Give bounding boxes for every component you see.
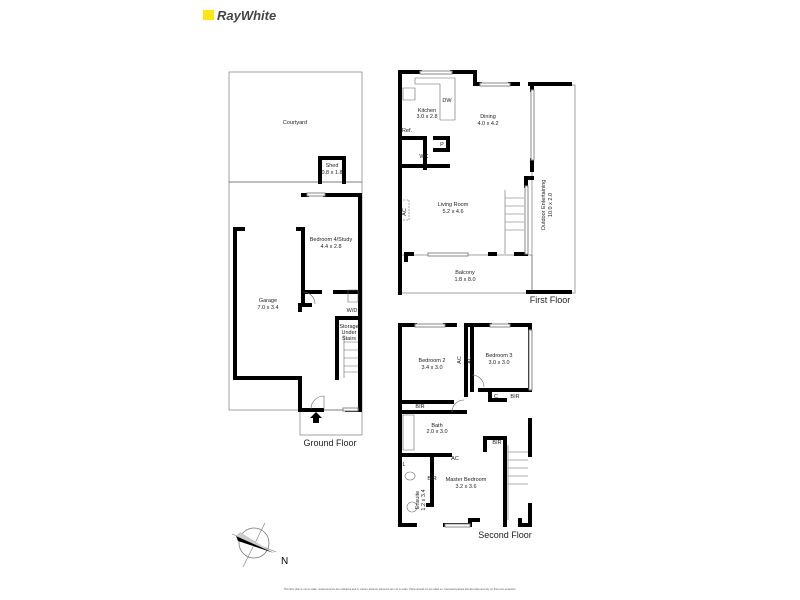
room-size-living: 5.2 x 4.6 [442, 209, 463, 215]
label-storage: Under [342, 330, 357, 336]
room-label-outdoor: Outdoor Entertaining [541, 180, 547, 231]
window [479, 82, 511, 87]
label-wc: WC [419, 154, 428, 160]
label-ac: AC [467, 356, 473, 364]
floor-title-ground: Ground Floor [303, 438, 356, 448]
label-cupboard: C [494, 394, 498, 400]
wc-walls [398, 136, 450, 170]
room-size-master: 3.2 x 3.6 [455, 484, 476, 490]
compass-circle [238, 527, 270, 559]
room-size-bedroom4: 4.4 x 2.8 [320, 244, 341, 250]
logo-square [203, 10, 214, 20]
bed-walls [464, 323, 532, 402]
master-walls [483, 436, 507, 527]
label-storage: Storage [339, 324, 358, 330]
label-bir: BIR [510, 394, 519, 400]
room-label-dining: Dining [480, 114, 496, 120]
door-swing [302, 291, 316, 305]
ensuite-walls [398, 453, 452, 507]
room-label-bath: Bath [431, 423, 442, 429]
compass-needle-icon [236, 532, 274, 553]
door-swing [310, 395, 325, 410]
second-outer-walls [398, 323, 532, 527]
label-bir: BIR [427, 476, 436, 482]
window [427, 252, 469, 257]
window [444, 523, 471, 528]
room-label-master: Master Bedroom [446, 477, 487, 483]
label-wd: W/D [347, 308, 358, 314]
floor-title-second: Second Floor [478, 530, 532, 540]
entry-arrow-icon [310, 412, 322, 423]
room-size-bedroom3: 3.0 x 3.0 [488, 360, 509, 366]
label-ac: AC [402, 208, 408, 216]
room-size-ensuite: 1.2 x 3.4 [421, 489, 427, 510]
room-label-bedroom4: Bedroom 4/Study [310, 237, 353, 243]
label-bir: BIR [415, 404, 424, 410]
bed4-walls [298, 193, 362, 412]
window [342, 407, 359, 412]
room-size-balcony: 1.8 x 8.0 [454, 277, 475, 283]
disclaimer: This floor plan is not to scale; measure… [284, 587, 517, 591]
window [306, 192, 326, 197]
room-label-garage: Garage [259, 298, 277, 304]
laundry-sink [347, 289, 359, 303]
window [414, 323, 446, 328]
ac-unit [403, 199, 410, 221]
second-floor: Bedroom 2 3.4 x 3.0 Bedroom 3 3.0 x 3.0 … [398, 323, 533, 540]
door-swing [451, 374, 485, 413]
room-label-shed: Shed [326, 163, 339, 169]
label-pantry: P [440, 142, 444, 148]
room-label-courtyard: Courtyard [283, 120, 307, 126]
compass: N [231, 522, 288, 568]
entry-porch [299, 409, 363, 436]
room-size-dining: 4.0 x 4.2 [477, 121, 498, 127]
room-label-ensuite: Ensuite [415, 491, 421, 509]
window [528, 329, 533, 391]
window [489, 323, 511, 328]
outdoor-outline [531, 84, 576, 294]
room-size-kitchen: 3.0 x 2.8 [416, 114, 437, 120]
logo-text: RayWhite [217, 8, 276, 23]
window [419, 70, 453, 75]
window [530, 89, 535, 161]
label-ac: AC [451, 456, 459, 462]
label-ref: Ref. [402, 128, 413, 134]
room-label-living: Living Room [438, 202, 469, 208]
stairs [504, 190, 524, 254]
stair-walls [333, 290, 362, 380]
shed-walls [318, 156, 346, 184]
floor-title-first: First Floor [530, 295, 571, 305]
label-storage: Stairs [342, 336, 356, 342]
label-ac: AC [457, 356, 463, 364]
raywhite-logo: RayWhite [203, 8, 276, 23]
compass-north-label: N [281, 556, 288, 567]
garage-door-wall [298, 303, 312, 312]
room-size-bath: 2.0 x 3.0 [426, 429, 447, 435]
ground-floor: Courtyard Shed 0.8 x 1.8 Bedroom 4/Study… [228, 71, 363, 448]
ground-outline [228, 181, 363, 411]
stairs [343, 335, 358, 378]
first-right-walls [404, 82, 534, 262]
kitchen-bench [402, 77, 456, 121]
label-bir: BIR [492, 440, 501, 446]
label-linen: L [402, 462, 405, 468]
label-dw: DW [442, 98, 452, 104]
garage-bed-wall [296, 227, 322, 294]
garage-walls [233, 227, 302, 408]
room-label-kitchen: Kitchen [418, 108, 436, 114]
first-floor: DW Kitchen 3.0 x 2.8 Ref. Dining 4.0 x 4… [398, 70, 576, 305]
room-size-garage: 7.0 x 3.4 [257, 305, 278, 311]
room-size-shed: 0.8 x 1.8 [321, 170, 342, 176]
bathroom-fixtures [402, 414, 418, 513]
first-outer-walls [398, 70, 572, 295]
bir-walls [398, 400, 467, 414]
room-size-bedroom2: 3.4 x 3.0 [421, 365, 442, 371]
room-label-balcony: Balcony [455, 270, 475, 276]
room-size-outdoor: 10.0 x 2.0 [548, 193, 554, 217]
room-label-bedroom3: Bedroom 3 [486, 353, 513, 359]
window [524, 185, 529, 255]
room-label-bedroom2: Bedroom 2 [419, 358, 446, 364]
stairs [507, 445, 528, 520]
